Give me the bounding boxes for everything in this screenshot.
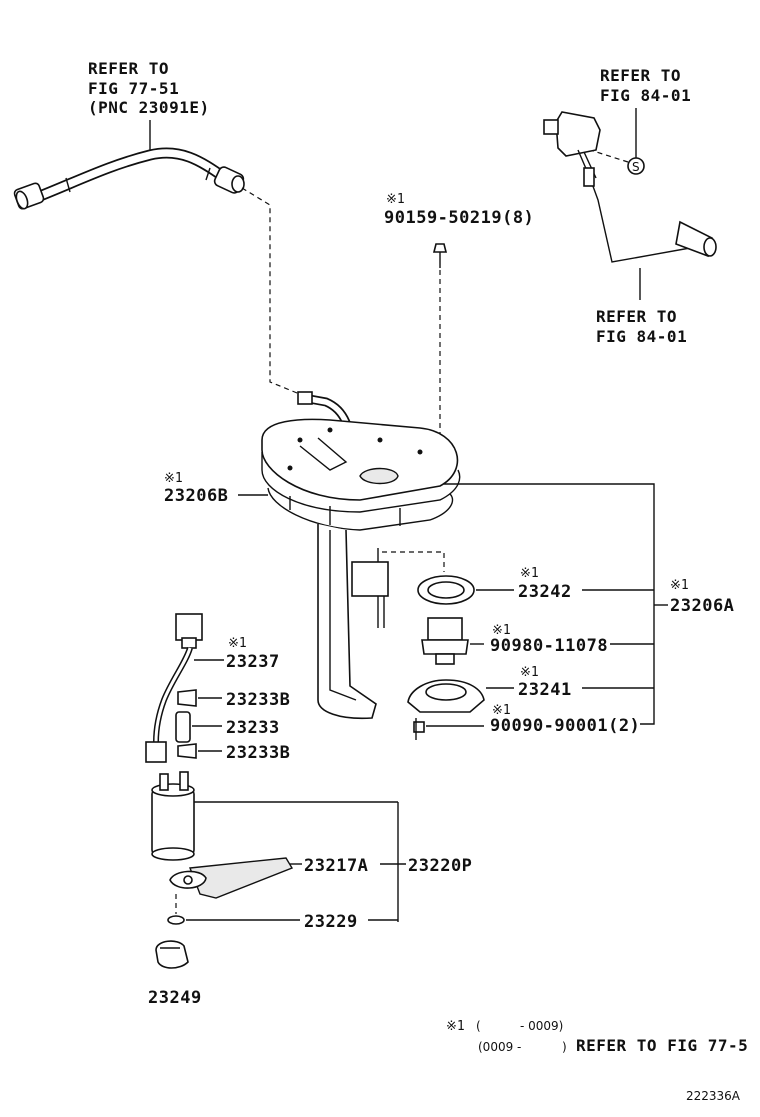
group-bracket-23206A <box>444 483 655 725</box>
s-circle-text: S <box>632 160 640 174</box>
sender-connector <box>543 119 559 135</box>
ref-text: FIG 77-51 <box>88 79 179 98</box>
footnote-range: (0009 - <box>478 1040 521 1054</box>
note-mark: ※1 <box>228 636 247 651</box>
clip-ring-icon <box>167 915 185 925</box>
footnote: ※1 ( - 0009) (0009 - ) REFER TO FIG 77-5 <box>446 1019 748 1055</box>
part-number: 23233B <box>226 743 290 763</box>
callout-90980: ※1 90980-11078 <box>421 617 654 665</box>
callout-23206A: ※1 23206A <box>654 578 734 616</box>
part-number: 23220P <box>408 856 472 876</box>
callout-23249: 23249 <box>148 940 202 1008</box>
note-mark: ※1 <box>386 192 405 207</box>
ref-text: REFER TO <box>600 66 681 85</box>
callout-23217A: 23217A <box>169 856 406 899</box>
note-mark: ※1 <box>446 1019 465 1034</box>
clamp-icon <box>177 743 197 759</box>
fuel-line-reference: REFER TO FIG 77-51 (PNC 23091E) <box>88 59 210 150</box>
fuel-filter-icon <box>189 857 294 899</box>
callout-23206B: ※1 23206B <box>164 471 268 506</box>
part-number: 23217A <box>304 856 368 876</box>
callout-23233B-top: 23233B <box>177 689 290 710</box>
ref-text: REFER TO <box>88 59 169 78</box>
harness-connector-top <box>175 613 203 641</box>
note-mark: ※1 <box>670 578 689 593</box>
fuel-pump-body <box>151 789 195 855</box>
part-number: 23237 <box>226 652 280 672</box>
ref-text: FIG 84-01 <box>596 327 687 346</box>
part-number: 23229 <box>304 912 358 932</box>
footnote-open: ( <box>476 1019 481 1033</box>
part-number: 90090-90001(2) <box>490 716 640 736</box>
note-mark: ※1 <box>492 703 511 718</box>
bracket-stem <box>317 524 377 720</box>
clamp-icon <box>177 689 197 707</box>
callout-90090: ※1 90090-90001(2) <box>413 703 640 740</box>
screw-icon <box>413 721 425 733</box>
harness-connector-bottom <box>145 741 167 763</box>
sender-unit-body <box>555 111 601 157</box>
sender-gauge-reference: REFER TO FIG 84-01 S REFER TO FIG 84-01 <box>543 66 717 346</box>
callout-23229: 23229 <box>167 894 398 932</box>
cushion-icon <box>155 940 189 969</box>
part-number: 90159-50219(8) <box>384 208 534 228</box>
footnote-range: - 0009) <box>520 1019 563 1033</box>
pump-bracket-assembly <box>261 391 461 720</box>
footnote-close: ) <box>562 1040 567 1054</box>
bolt-top-callout: ※1 90159-50219(8) <box>384 192 534 452</box>
part-number: 23206A <box>670 596 734 616</box>
sleeve-icon <box>175 711 191 743</box>
callout-23233B-bottom: 23233B <box>177 743 290 763</box>
ref-text: FIG 84-01 <box>600 86 691 105</box>
part-number: 23249 <box>148 988 202 1008</box>
dashed-connector <box>241 187 303 396</box>
fuel-pump-drawing <box>151 771 398 861</box>
s-circle-icon <box>627 157 645 175</box>
callout-23237: ※1 23237 <box>194 636 280 672</box>
dashed-connector <box>382 551 445 572</box>
footnote-ref: REFER TO FIG 77-5 <box>576 1036 748 1055</box>
part-number: 23206B <box>164 486 228 506</box>
bracket-clip <box>351 561 389 597</box>
callout-23233: 23233 <box>175 711 280 743</box>
part-number: 23241 <box>518 680 572 700</box>
note-mark: ※1 <box>492 623 511 638</box>
connector-icon <box>427 617 463 641</box>
note-mark: ※1 <box>520 566 539 581</box>
callout-23220P: 23220P <box>397 802 472 922</box>
callout-23241: ※1 23241 <box>407 665 654 713</box>
part-number: 23233 <box>226 718 280 738</box>
drawing-id: 222336A <box>686 1089 741 1103</box>
part-number: 23233B <box>226 690 290 710</box>
part-number: 90980-11078 <box>490 636 608 656</box>
part-number: 23242 <box>518 582 572 602</box>
ref-text: (PNC 23091E) <box>88 98 210 117</box>
bracket-plate <box>261 418 459 501</box>
callout-23242: ※1 23242 <box>417 566 654 605</box>
hose-fitting-end <box>15 190 29 210</box>
hose-fitting-end <box>231 175 245 193</box>
fuel-hose-drawing <box>13 147 245 210</box>
note-mark: ※1 <box>164 471 183 486</box>
ref-text: REFER TO <box>596 307 677 326</box>
wire-harness-drawing <box>145 613 203 763</box>
note-mark: ※1 <box>520 665 539 680</box>
bolt-icon <box>432 243 448 253</box>
